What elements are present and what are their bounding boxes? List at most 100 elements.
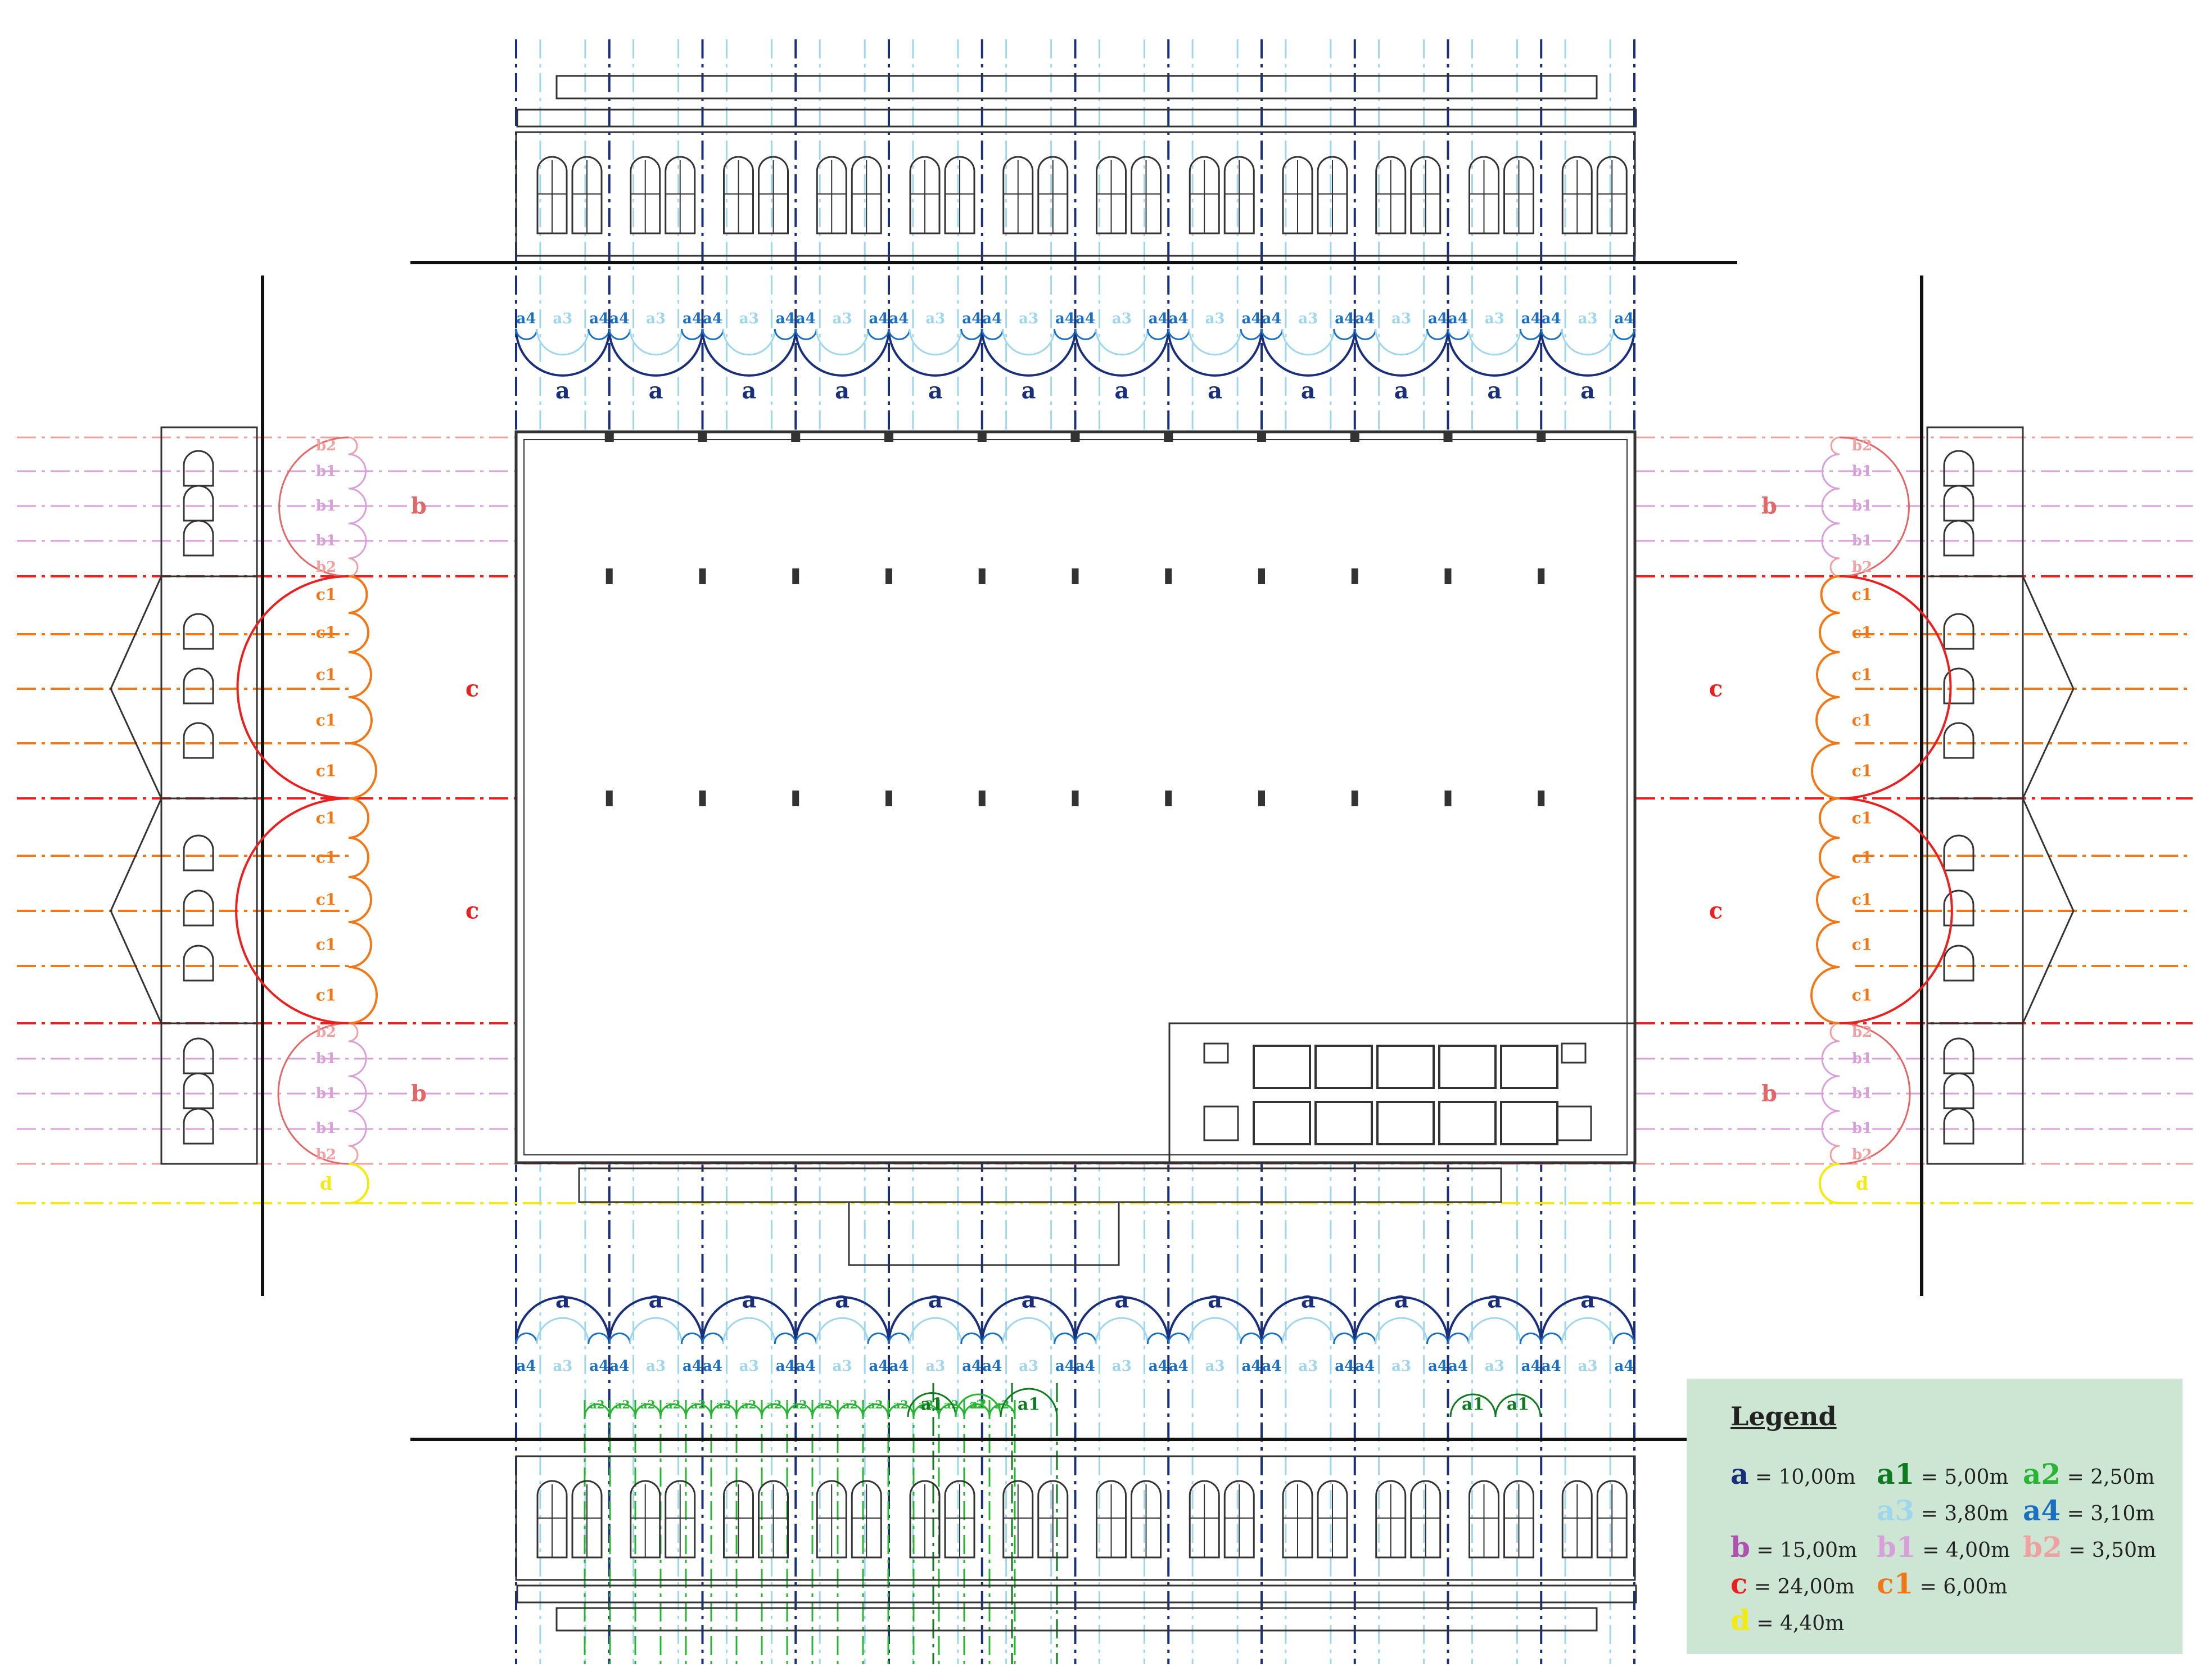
arc-a4 [1054, 328, 1076, 340]
arc-a4 [681, 328, 703, 340]
arc-c1 [348, 696, 373, 744]
legend-item-c: c = 24,00m [1730, 1567, 1855, 1600]
arc-a3 [1002, 328, 1055, 356]
arc-a3 [1188, 328, 1242, 356]
arched-window [723, 156, 754, 234]
plan-room [1376, 1045, 1435, 1089]
side-window [1943, 667, 1974, 704]
arched-window [665, 1480, 696, 1559]
label-b1: b1 [316, 498, 336, 514]
arc-a4 [794, 328, 817, 340]
label-c1: c1 [1852, 666, 1873, 684]
arc-a3 [1468, 1317, 1521, 1344]
side-window [1943, 889, 1974, 927]
label-c1: c1 [1852, 848, 1873, 867]
legend-value: = 4,00m [1915, 1539, 2010, 1562]
side-window [183, 485, 214, 522]
plan-fixture [1203, 1042, 1229, 1064]
arc-b [1839, 436, 1910, 577]
label-c1: c1 [1852, 809, 1873, 828]
side-window [183, 520, 214, 557]
label-b: b [1761, 493, 1777, 520]
arc-b1 [1821, 1075, 1840, 1112]
side-window [183, 1108, 214, 1145]
arc-a4 [515, 328, 538, 340]
label-a4: a4 [1076, 1358, 1095, 1375]
arc-a4 [608, 328, 631, 340]
arc-b [277, 1022, 349, 1165]
arched-window [1503, 156, 1534, 234]
arc-a [1353, 1296, 1449, 1344]
arc-a2 [912, 1403, 940, 1417]
legend-title: Legend [1730, 1401, 1837, 1431]
arc-d [1819, 1163, 1840, 1204]
side-window [183, 450, 214, 487]
plan-column [1165, 791, 1172, 806]
side-window [1943, 485, 1974, 522]
side-window [183, 1037, 214, 1074]
side-window [183, 945, 214, 982]
arc-a4 [960, 1333, 983, 1344]
arc-a4 [1354, 328, 1377, 340]
label-a3: a3 [1019, 310, 1038, 327]
label-b1: b1 [316, 1120, 336, 1137]
arc-a [515, 1296, 611, 1344]
cornice [516, 109, 1637, 128]
label-a3: a3 [1205, 310, 1225, 327]
label-b: b [411, 1081, 427, 1107]
arc-a4 [867, 1333, 890, 1344]
label-a2: a2 [792, 1398, 807, 1411]
arc-a3 [1561, 1317, 1615, 1344]
label-a1: a1 [1462, 1395, 1484, 1415]
arched-window [1096, 156, 1127, 234]
label-a4: a4 [1521, 1358, 1541, 1375]
arched-window [1317, 156, 1348, 234]
arc-a3 [629, 1317, 683, 1344]
arched-window [1037, 156, 1069, 234]
label-c: c [1709, 898, 1723, 924]
label-a2: a2 [615, 1398, 630, 1411]
label-a4: a4 [1169, 1358, 1189, 1375]
arc-c1 [1815, 696, 1840, 744]
label-a3: a3 [553, 310, 572, 327]
arc-b1 [348, 522, 367, 559]
label-a: a [1580, 378, 1595, 404]
label-c1: c1 [316, 936, 337, 954]
plan-column [978, 791, 986, 806]
arc-c [235, 797, 349, 1024]
label-a3: a3 [925, 1358, 945, 1375]
label-c1: c1 [316, 585, 337, 604]
arc-a4 [1167, 328, 1190, 340]
label-a3: a3 [1298, 1358, 1318, 1375]
arc-a1 [1449, 1393, 1497, 1417]
label-a: a [928, 378, 943, 404]
legend-symbol: b2 [2023, 1530, 2062, 1564]
label-a3: a3 [646, 310, 666, 327]
label-a4: a4 [517, 310, 536, 327]
arched-window [758, 156, 789, 234]
label-a3: a3 [739, 310, 759, 327]
label-a4: a4 [1428, 1358, 1448, 1375]
label-b1: b1 [316, 1050, 336, 1067]
arched-window [1189, 156, 1220, 234]
side-window [183, 889, 214, 927]
plan-column [1351, 791, 1358, 806]
legend-value: = 5,00m [1914, 1466, 2009, 1489]
arc-a2 [584, 1403, 611, 1417]
label-a4: a4 [982, 1358, 1002, 1375]
label-a3: a3 [1578, 310, 1598, 327]
plan-room [1314, 1045, 1373, 1089]
legend-value: = 2,50m [2061, 1466, 2155, 1489]
label-c1: c1 [1852, 936, 1873, 954]
label-a3: a3 [833, 1358, 852, 1375]
legend-symbol: d [1730, 1604, 1750, 1637]
arc-a2 [735, 1403, 763, 1417]
arched-window [1503, 1480, 1534, 1559]
arc-b [1839, 1022, 1911, 1165]
arc-a4 [981, 328, 1004, 340]
side-window [183, 667, 214, 704]
side-window [1943, 834, 1974, 871]
gable [110, 576, 162, 799]
arc-c [1839, 575, 1952, 800]
label-b2: b2 [316, 559, 336, 576]
